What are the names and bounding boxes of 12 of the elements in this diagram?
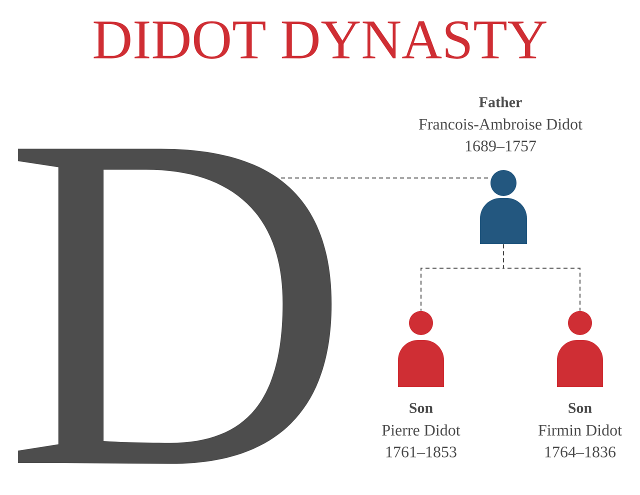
connector-line xyxy=(503,244,580,312)
initial-letter: D xyxy=(18,148,332,464)
date-label: 1761–1853 xyxy=(386,446,456,458)
role-label: Son xyxy=(410,402,433,414)
date-label: 1689–1757 xyxy=(466,140,536,152)
role-label: Son xyxy=(568,402,592,414)
name-label: Francois-Ambroise Didot xyxy=(418,118,582,130)
role-label: Father xyxy=(479,96,522,108)
title: DIDOT DYNASTY xyxy=(94,21,546,59)
name-label: Firmin Didot xyxy=(538,424,622,436)
date-label: 1764–1836 xyxy=(545,446,616,458)
name-label: Pierre Didot xyxy=(382,424,460,436)
